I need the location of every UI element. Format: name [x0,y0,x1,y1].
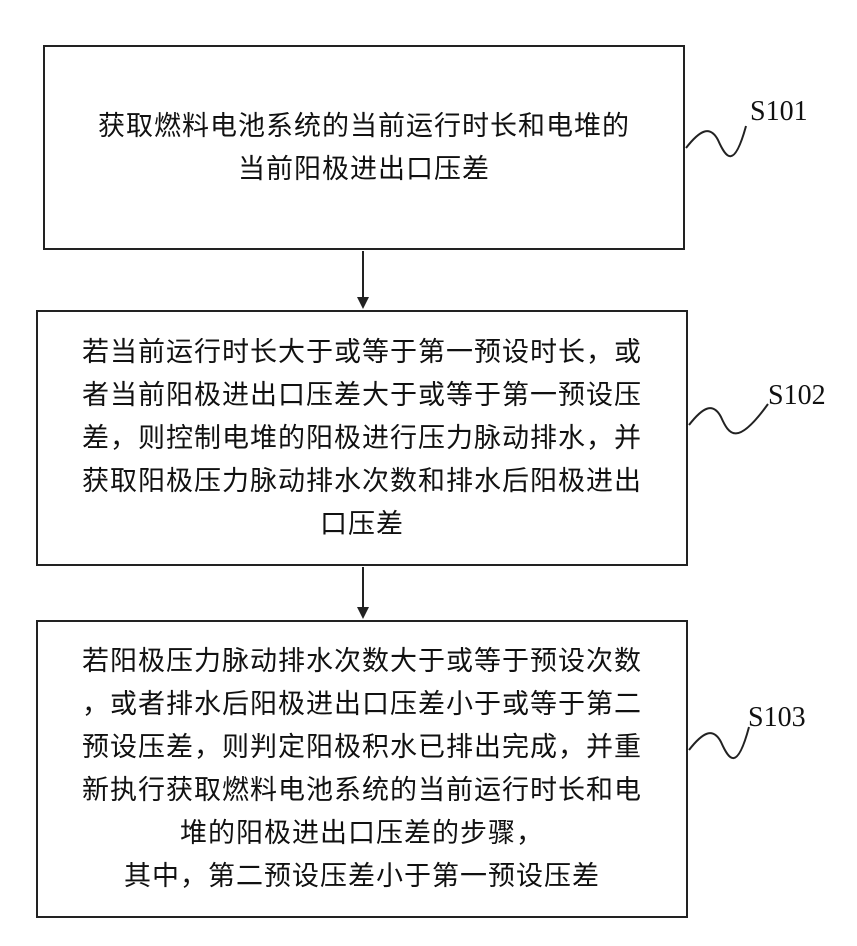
step-box-s101: 获取燃料电池系统的当前运行时长和电堆的 当前阳极进出口压差 [43,45,685,250]
step-s103-text-line: 堆的阳极进出口压差的步骤， [180,812,544,855]
step-label-s101: S101 [750,96,808,128]
step-s102-text-line: 口压差 [320,503,404,546]
step-box-s103: 若阳极压力脉动排水次数大于或等于预设次数 ，或者排水后阳极进出口压差小于或等于第… [36,620,688,918]
step-s101-text-line: 当前阳极进出口压差 [238,148,490,191]
step-s103-text-line: 若阳极压力脉动排水次数大于或等于预设次数 [82,640,642,683]
squiggle-leader-s102 [689,404,768,433]
step-s102-text-line: 若当前运行时长大于或等于第一预设时长，或 [82,331,642,374]
squiggle-leader-s101 [686,126,746,156]
step-s103-text-line: ，或者排水后阳极进出口压差小于或等于第二 [82,683,642,726]
step-s103-text-line: 其中，第二预设压差小于第一预设压差 [124,855,600,898]
step-box-s102: 若当前运行时长大于或等于第一预设时长，或 者当前阳极进出口压差大于或等于第一预设… [36,310,688,566]
step-s101-text-line: 获取燃料电池系统的当前运行时长和电堆的 [98,105,630,148]
step-label-s102: S102 [768,380,826,412]
step-s103-text-line: 新执行获取燃料电池系统的当前运行时长和电 [82,769,642,812]
step-s102-text-line: 差，则控制电堆的阳极进行压力脉动排水，并 [82,417,642,460]
step-s103-text-line: 预设压差，则判定阳极积水已排出完成，并重 [82,726,642,769]
step-s102-text-line: 者当前阳极进出口压差大于或等于第一预设压 [82,374,642,417]
step-s102-text-line: 获取阳极压力脉动排水次数和排水后阳极进出 [82,460,642,503]
squiggle-leader-s103 [689,727,749,758]
step-label-s103: S103 [748,702,806,734]
